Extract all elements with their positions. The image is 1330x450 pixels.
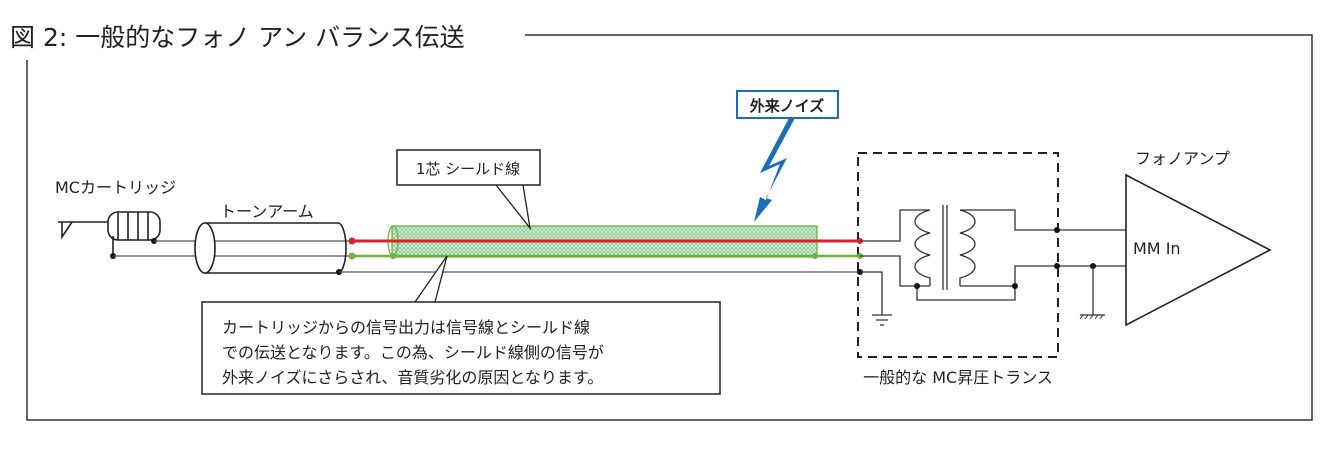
tonearm-icon: [194, 222, 347, 274]
mm-in-label: MM In: [1133, 239, 1181, 258]
callout-line-1: カートリッジからの信号出力は信号線とシールド線: [222, 318, 590, 337]
lightning-icon: [754, 118, 795, 222]
figure-frame: [26, 34, 1313, 421]
noise-label: 外来ノイズ: [749, 97, 825, 115]
noise-label-box: [736, 90, 839, 119]
shield-cable-label-box: [396, 149, 541, 186]
cartridge-label: MCカートリッジ: [55, 178, 176, 197]
tonearm-label: トーンアーム: [220, 202, 314, 221]
shield-cable-label: 1芯 シールド線: [416, 160, 520, 178]
transformer-box: [857, 152, 1059, 358]
transformer-label: 一般的な MC昇圧トランス: [863, 368, 1053, 387]
amplifier-icon: [1125, 173, 1272, 327]
ground-icon: [1080, 266, 1105, 316]
figure-title: 図 2: 一般的なフォノ アン バランス伝送: [10, 23, 465, 52]
explanation-callout: [201, 301, 721, 395]
phono-amp-label: フォノアンプ: [1135, 149, 1230, 168]
callout-line-2: での伝送となります。この為、シールド線側の信号が: [222, 343, 604, 362]
transformer-icon: [860, 205, 1126, 326]
callout-line-3: 外来ノイズにさらされ、音質劣化の原因となります。: [222, 368, 603, 387]
cartridge-icon: [58, 211, 161, 256]
